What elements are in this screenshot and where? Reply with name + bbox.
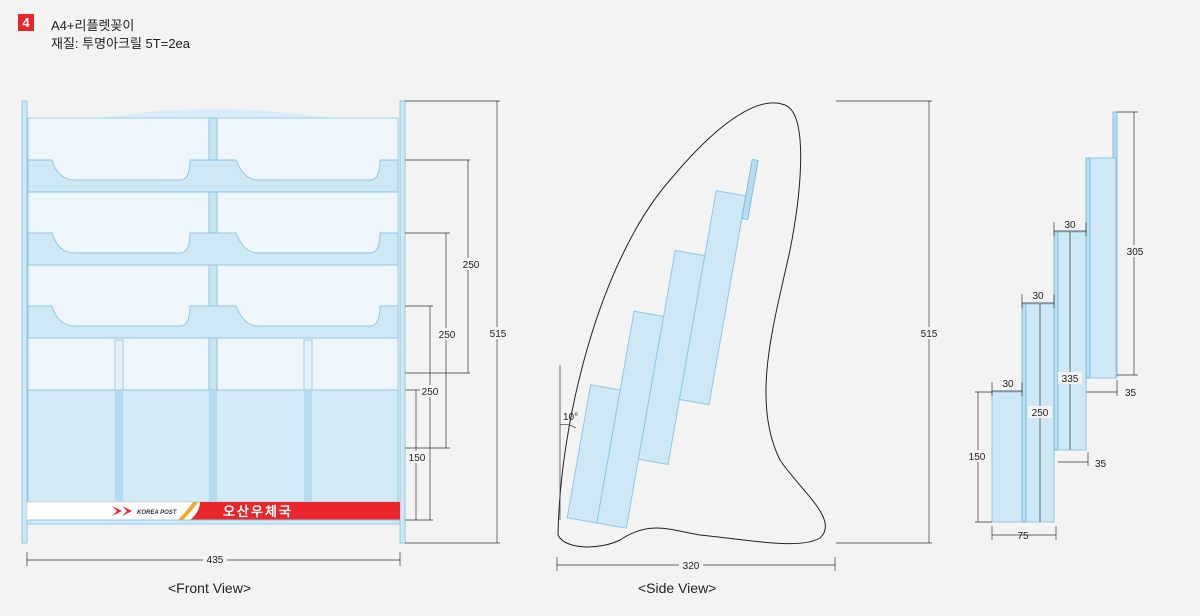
- dim-label-bg: [1028, 406, 1052, 418]
- sign-red-panel: [190, 502, 400, 520]
- part-tier-2-edge: [1021, 303, 1027, 523]
- front-pocket-row-1: [27, 159, 399, 193]
- dim-35b: 35: [1095, 459, 1107, 470]
- front-lower-divider-right-overlap: [304, 390, 312, 502]
- dim-pocket-2: 250: [439, 330, 456, 341]
- section-badge: 4: [18, 14, 34, 31]
- dim-side-width: 320: [683, 561, 700, 572]
- dim-250: 250: [1032, 408, 1049, 419]
- side-profile-outline: [557, 102, 826, 548]
- dim-150: 150: [969, 452, 986, 463]
- dim-side-height: 515: [921, 329, 938, 340]
- side-view: 10° 320 515: [556, 100, 940, 572]
- dim-pocket-3: 250: [422, 387, 439, 398]
- part-view: 305 35 335 30 35 30: [966, 111, 1146, 542]
- dim-30c: 30: [1002, 379, 1014, 390]
- front-lower-divider-left-overlap: [115, 390, 123, 502]
- front-pocket-row-3: [27, 305, 399, 339]
- front-top-arch: [100, 109, 330, 118]
- part-tier-1: [991, 391, 1023, 523]
- post-office-sign-text: 오산우체국: [223, 504, 293, 519]
- dim-label-bg: [203, 553, 227, 565]
- front-view: KOREA POST 오산우체국 435 515 250: [21, 100, 509, 566]
- dim-front-height: 515: [490, 329, 507, 340]
- side-view-caption: <Side View>: [638, 580, 717, 596]
- dim-side-angle: 10°: [563, 412, 578, 423]
- product-title: A4+리플렛꽂이: [51, 18, 135, 33]
- side-back-plate: [741, 158, 759, 221]
- dim-base: 150: [409, 453, 426, 464]
- dim-label-bg: [966, 450, 988, 462]
- front-center-divider-overlap: [209, 390, 217, 502]
- front-base: [26, 519, 401, 525]
- dim-30a: 30: [1064, 220, 1076, 231]
- korea-post-logo-icon: [112, 506, 122, 516]
- side-shelves: [566, 158, 759, 529]
- material-spec: 재질: 투명아크릴 5T=2ea: [51, 36, 191, 51]
- dim-label-bg: [487, 327, 509, 339]
- dim-30b: 30: [1032, 291, 1044, 302]
- dim-top-height: 305: [1127, 247, 1144, 258]
- dim-label-bg: [679, 559, 703, 571]
- front-right-rail: [399, 100, 406, 544]
- dim-335: 335: [1062, 374, 1079, 385]
- dim-pocket-1: 250: [463, 260, 480, 271]
- dim-label-bg: [460, 258, 482, 270]
- dim-label-bg: [918, 327, 940, 339]
- dim-label-bg: [1124, 245, 1146, 257]
- part-tier-4-edge: [1085, 157, 1091, 379]
- dim-front-width: 435: [207, 555, 224, 566]
- dim-label-bg: [406, 451, 428, 463]
- dim-35a: 35: [1125, 388, 1137, 399]
- part-tier-3-edge: [1053, 231, 1059, 451]
- front-view-caption: <Front View>: [168, 580, 252, 596]
- angle-arc: [559, 424, 577, 429]
- dim-75: 75: [1017, 531, 1029, 542]
- dim-label-bg: [1058, 372, 1082, 384]
- front-left-rail: [21, 100, 28, 544]
- korea-post-logo-text: KOREA POST: [137, 510, 178, 516]
- dim-label-bg: [436, 328, 458, 340]
- sign-orange-swoosh: [178, 502, 198, 520]
- dim-label-bg: [419, 385, 441, 397]
- front-pocket-row-2: [27, 232, 399, 266]
- korea-post-logo-icon-2: [122, 506, 132, 516]
- side-shelf-4: [678, 190, 747, 406]
